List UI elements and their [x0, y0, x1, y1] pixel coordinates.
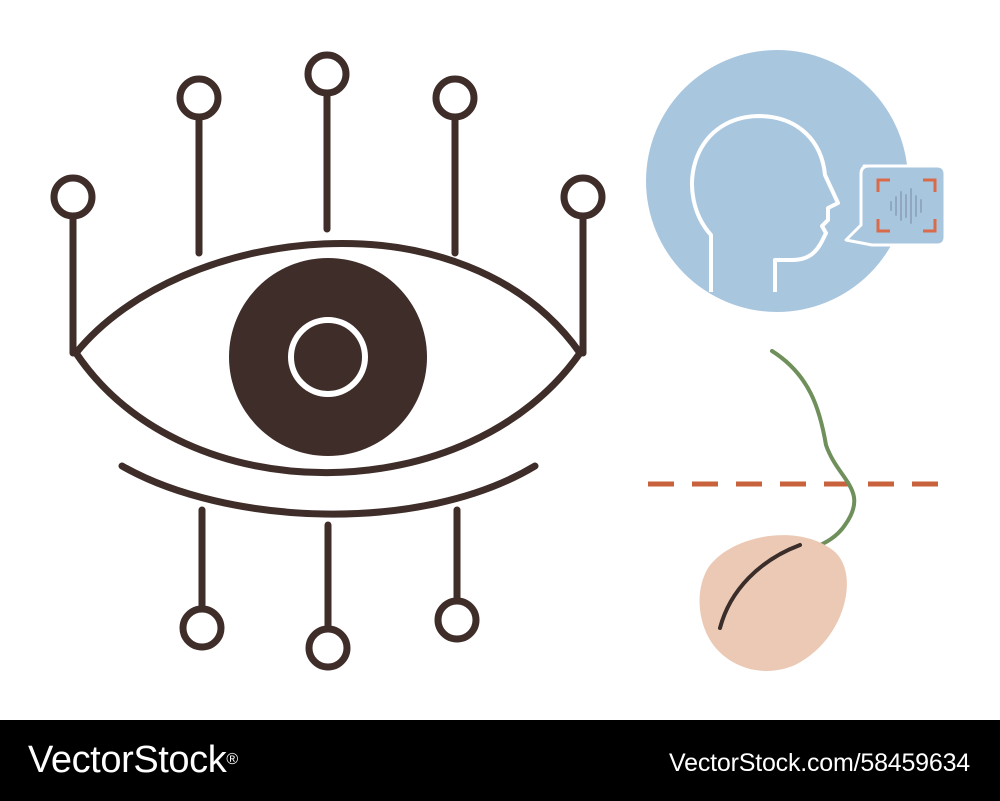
seed-line	[718, 543, 802, 630]
circuit-node-4	[432, 75, 478, 121]
vectorstock-logo: VectorStock®	[28, 738, 238, 782]
sprouting-seed-icon	[648, 349, 952, 671]
registered-mark: ®	[226, 751, 238, 768]
voice-bubble-icon	[844, 164, 947, 247]
seed-body	[699, 535, 847, 671]
circuit-node-2	[176, 75, 222, 121]
seed-stem	[770, 349, 857, 553]
illustration-canvas	[50, 50, 952, 671]
illustration-art	[50, 50, 952, 671]
head-profile-outline	[690, 114, 840, 292]
circuit-node-1	[50, 174, 96, 220]
sound-wave-icon	[890, 188, 922, 224]
scan-frame-icon	[876, 178, 937, 233]
pupil-ring	[288, 317, 368, 397]
circuit-node-7	[305, 625, 351, 671]
circuit-node-6	[179, 605, 225, 651]
circuit-node-8	[434, 597, 480, 643]
image-credit: VectorStock.com/58459634	[669, 749, 970, 777]
circuit-node-5	[560, 174, 606, 220]
speaking-head-icon	[646, 50, 947, 312]
iris	[229, 258, 427, 456]
lower-lid-arc	[118, 462, 539, 518]
circuit-node-3	[304, 51, 350, 97]
watermark-bar: VectorStock® VectorStock.com/58459634	[0, 720, 1000, 801]
circuit-eye-icon	[50, 51, 606, 671]
brand-name: VectorStock	[28, 739, 227, 781]
